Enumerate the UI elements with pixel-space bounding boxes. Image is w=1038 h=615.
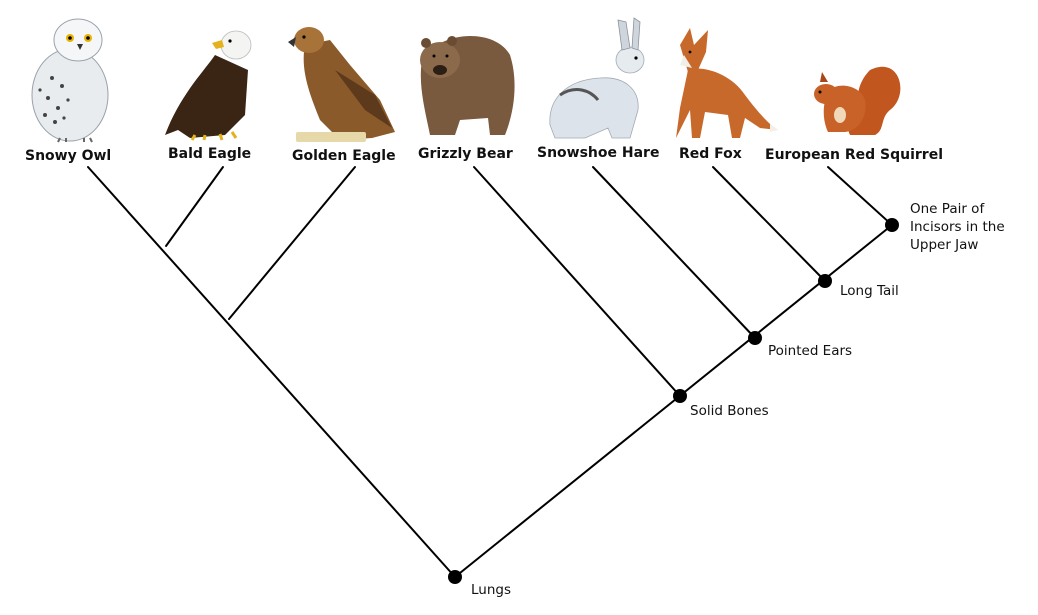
branch-golden-eagle bbox=[228, 166, 356, 320]
branch-snowshoe-hare bbox=[592, 166, 756, 339]
taxon-label-red-fox: Red Fox bbox=[679, 146, 742, 162]
taxon-label-bald-eagle: Bald Eagle bbox=[168, 146, 251, 162]
branch-bald-eagle bbox=[165, 166, 224, 247]
trait-label-pointed-ears: Pointed Ears bbox=[768, 343, 852, 359]
trait-label-incisors-line-3: Upper Jaw bbox=[910, 237, 978, 253]
taxon-label-red-squirrel: European Red Squirrel bbox=[765, 147, 943, 163]
bald-eagle-icon bbox=[165, 30, 252, 141]
taxon-label-golden-eagle: Golden Eagle bbox=[292, 148, 396, 164]
node-pointed-ears bbox=[748, 331, 762, 345]
branch-red-fox bbox=[712, 166, 826, 282]
trait-label-incisors: One Pair of Incisors in the Upper Jaw bbox=[910, 201, 1009, 253]
branch-red-squirrel bbox=[827, 166, 893, 226]
node-long-tail bbox=[818, 274, 832, 288]
grizzly-bear-icon bbox=[420, 36, 515, 136]
trait-label-lungs: Lungs bbox=[471, 582, 511, 598]
red-fox-icon bbox=[676, 28, 778, 138]
taxon-label-snowy-owl: Snowy Owl bbox=[25, 148, 111, 164]
trait-label-incisors-line-1: One Pair of bbox=[910, 201, 985, 217]
node-solid-bones bbox=[673, 389, 687, 403]
taxon-label-grizzly-bear: Grizzly Bear bbox=[418, 146, 513, 162]
snowshoe-hare-icon bbox=[549, 17, 645, 139]
snowy-owl-icon bbox=[31, 18, 109, 143]
red-squirrel-icon bbox=[814, 66, 901, 135]
node-lungs bbox=[448, 570, 462, 584]
node-incisors bbox=[885, 218, 899, 232]
trait-label-incisors-line-2: Incisors in the bbox=[910, 219, 1005, 235]
branch-grizzly-bear bbox=[473, 166, 681, 397]
golden-eagle-icon bbox=[288, 27, 395, 142]
branch-snowy-owl bbox=[87, 166, 456, 578]
taxon-label-snowshoe-hare: Snowshoe Hare bbox=[537, 145, 659, 161]
trait-label-long-tail: Long Tail bbox=[840, 283, 899, 299]
trait-label-solid-bones: Solid Bones bbox=[690, 403, 769, 419]
